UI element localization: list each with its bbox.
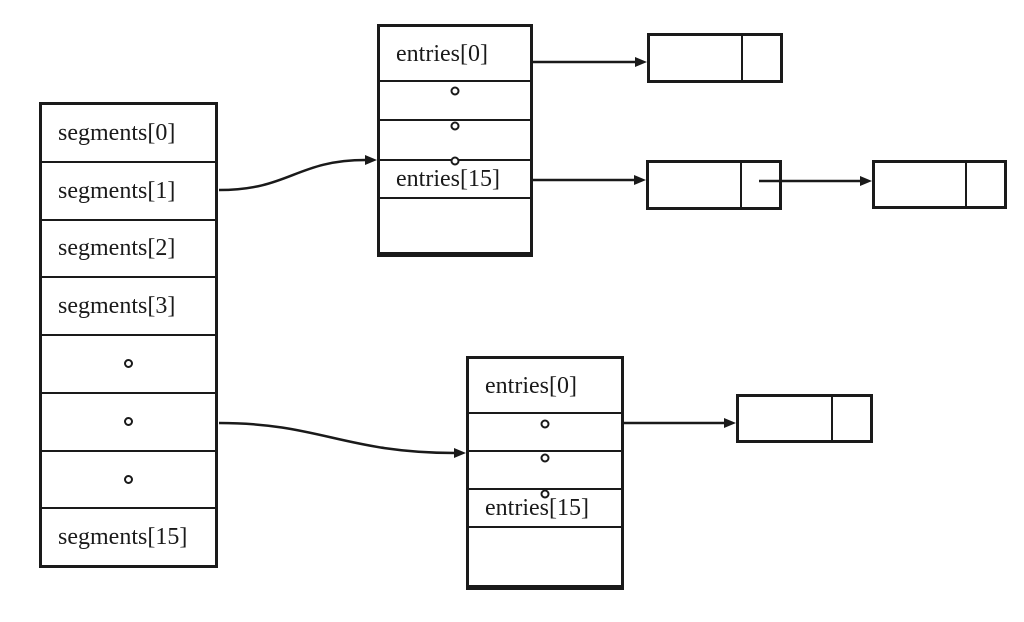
segments-0-label: segments[0]	[58, 119, 176, 146]
entries-empty-row	[380, 199, 530, 254]
ellipsis-dot-icon	[540, 453, 550, 463]
list-node-c	[872, 160, 1007, 209]
node-pointer-cell	[742, 163, 779, 207]
arrow-segment1-to-table-top	[218, 155, 377, 192]
entries-row: entries[15]	[469, 490, 621, 528]
segments-1-label: segments[1]	[58, 177, 176, 204]
ellipsis-dot-icon	[450, 121, 460, 131]
node-value-cell	[875, 163, 967, 206]
segments-ellipsis-row	[42, 452, 215, 510]
entries-15-label: entries[15]	[485, 495, 589, 521]
entries-15-label: entries[15]	[396, 166, 500, 192]
hash-table-bottom: entries[0] entries[15]	[466, 356, 624, 590]
node-pointer-cell	[967, 163, 1004, 206]
node-value-cell	[649, 163, 742, 207]
hash-table-top: entries[0] entries[15]	[377, 24, 533, 257]
entries-row: entries[15]	[380, 161, 530, 199]
segments-2-label: segments[2]	[58, 235, 176, 262]
segments-row: segments[0]	[42, 105, 215, 163]
list-node-a	[647, 33, 783, 83]
ellipsis-dot-icon	[450, 156, 460, 166]
entries-row: entries[0]	[380, 27, 530, 82]
ellipsis-dot-icon	[124, 359, 133, 369]
ellipsis-dot-icon	[540, 489, 550, 499]
entries-empty-row	[469, 528, 621, 587]
entries-0-label: entries[0]	[485, 372, 577, 399]
ellipsis-dot-icon	[124, 417, 133, 427]
node-pointer-cell	[833, 397, 870, 440]
ellipsis-dot-icon	[124, 474, 133, 484]
segments-ellipsis-row	[42, 394, 215, 452]
node-pointer-cell	[743, 36, 780, 80]
ellipsis-dot-icon	[540, 419, 550, 429]
segments-ellipsis-row	[42, 336, 215, 394]
segments-row: segments[2]	[42, 221, 215, 279]
segments-15-label: segments[15]	[58, 524, 188, 551]
segments-row: segments[15]	[42, 509, 215, 565]
segments-3-label: segments[3]	[58, 293, 176, 320]
node-value-cell	[739, 397, 833, 440]
arrow-segment-ellipsis-to-table-bottom	[218, 421, 466, 458]
ellipsis-dot-icon	[450, 86, 460, 96]
segments-array-table: segments[0] segments[1] segments[2] segm…	[39, 102, 218, 568]
node-value-cell	[650, 36, 743, 80]
segments-row: segments[1]	[42, 163, 215, 221]
list-node-b	[646, 160, 782, 210]
entries-ellipsis-row	[469, 452, 621, 490]
segments-row: segments[3]	[42, 278, 215, 336]
entries-0-label: entries[0]	[396, 40, 488, 67]
entries-row: entries[0]	[469, 359, 621, 414]
entries-ellipsis-row	[469, 414, 621, 452]
entries-ellipsis-row	[380, 82, 530, 121]
list-node-d	[736, 394, 873, 443]
